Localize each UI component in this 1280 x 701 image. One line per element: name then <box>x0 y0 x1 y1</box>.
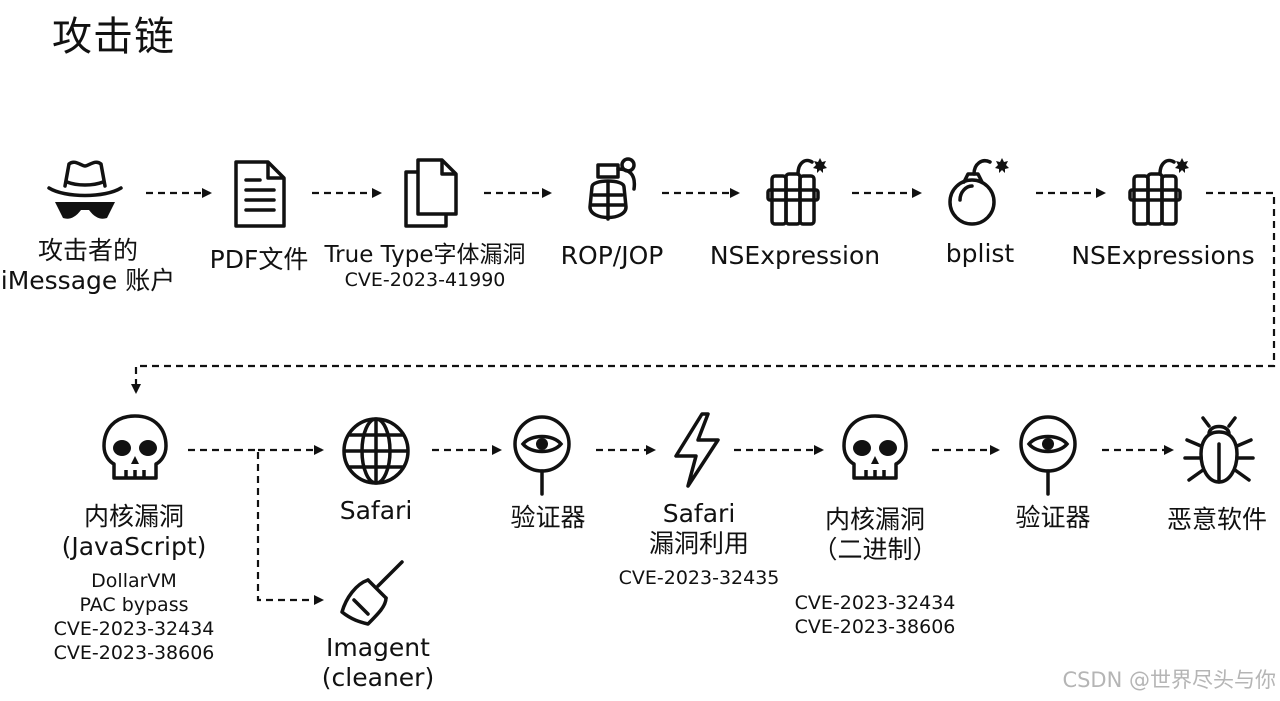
detail-line: PAC bypass <box>79 594 189 616</box>
cve-line: CVE-2023-41990 <box>344 269 506 291</box>
node-malware-label: 恶意软件 <box>1167 505 1267 535</box>
node-safari-label: Safari <box>340 496 413 526</box>
dynamite-icon <box>764 154 834 228</box>
node-bplist-label: bplist <box>946 239 1014 269</box>
lightning-icon <box>668 410 726 490</box>
cve-line: CVE-2023-32434 <box>53 618 215 640</box>
label-line: 验证器 <box>1015 503 1091 532</box>
node-validator-2-label: 验证器 <box>1015 503 1090 533</box>
cve-line: CVE-2023-38606 <box>794 616 956 638</box>
diagram-title: 攻击链 <box>52 14 175 60</box>
label-line: iMessage 账户 <box>0 266 176 295</box>
label-line: 攻击者的 <box>37 236 138 265</box>
copy-files-icon <box>400 156 462 230</box>
label-line: 验证器 <box>510 503 586 532</box>
skull-icon <box>840 412 910 488</box>
node-validator-1-label: 验证器 <box>510 503 585 533</box>
eye-pin-icon <box>511 414 573 496</box>
label-line: 内核漏洞 <box>83 502 185 531</box>
node-attacker-label: 攻击者的 iMessage 账户 <box>1 236 175 296</box>
document-icon <box>232 158 288 230</box>
eye-pin-icon <box>1017 414 1079 496</box>
label-line: bplist <box>945 239 1015 268</box>
node-truetype-label: True Type字体漏洞 <box>325 240 526 270</box>
node-pdf-label: PDF文件 <box>210 245 309 275</box>
label-line: Safari <box>662 499 736 528</box>
dynamite-icon <box>1126 154 1196 228</box>
cve-line: CVE-2023-32434 <box>794 592 956 614</box>
node-kernel-bin-sub: CVE-2023-32434 CVE-2023-38606 <box>795 591 956 639</box>
bomb-icon <box>944 152 1014 230</box>
label-line: （二进制） <box>812 535 938 564</box>
broom-icon <box>338 558 410 628</box>
label-line: (JavaScript) <box>61 532 207 561</box>
label-line: True Type字体漏洞 <box>324 242 526 268</box>
edge-kernel-js-safari <box>188 448 324 605</box>
cve-line: CVE-2023-32435 <box>618 567 780 589</box>
hacker-icon <box>45 156 125 226</box>
label-line: (cleaner) <box>321 663 435 692</box>
bug-icon <box>1183 414 1255 486</box>
grenade-icon <box>578 155 644 227</box>
label-line: NSExpressions <box>1071 241 1255 270</box>
node-imagent-label: Imagent (cleaner) <box>322 633 434 693</box>
label-line: ROP/JOP <box>560 241 664 270</box>
label-line: 漏洞利用 <box>648 529 750 558</box>
node-truetype-sub: CVE-2023-41990 <box>345 268 506 292</box>
node-nsexpression-label: NSExpression <box>710 241 880 271</box>
node-safari-exploit-sub: CVE-2023-32435 <box>619 566 780 590</box>
node-kernel-js-sub: DollarVM PAC bypass CVE-2023-32434 CVE-2… <box>54 569 215 665</box>
label-line: NSExpression <box>709 241 881 270</box>
skull-icon <box>100 412 170 488</box>
label-line: 恶意软件 <box>1166 505 1268 534</box>
cve-line: CVE-2023-38606 <box>53 642 215 664</box>
edge-nsexpressions-kernel-js <box>131 191 1276 394</box>
node-kernel-js-label: 内核漏洞 (JavaScript) <box>62 502 207 562</box>
detail-line: DollarVM <box>91 570 177 592</box>
watermark: CSDN @世界尽头与你 <box>1062 668 1276 692</box>
label-line: Safari <box>339 496 413 525</box>
globe-icon <box>340 415 412 487</box>
label-line: PDF文件 <box>209 245 309 274</box>
label-line: 内核漏洞 <box>824 505 926 534</box>
label-line: Imagent <box>326 633 430 662</box>
node-nsexpressions-label: NSExpressions <box>1071 241 1254 271</box>
node-safari-exploit-label: Safari 漏洞利用 <box>649 499 749 559</box>
node-kernel-bin-label: 内核漏洞 （二进制） <box>812 505 937 565</box>
node-rop-label: ROP/JOP <box>561 241 664 271</box>
